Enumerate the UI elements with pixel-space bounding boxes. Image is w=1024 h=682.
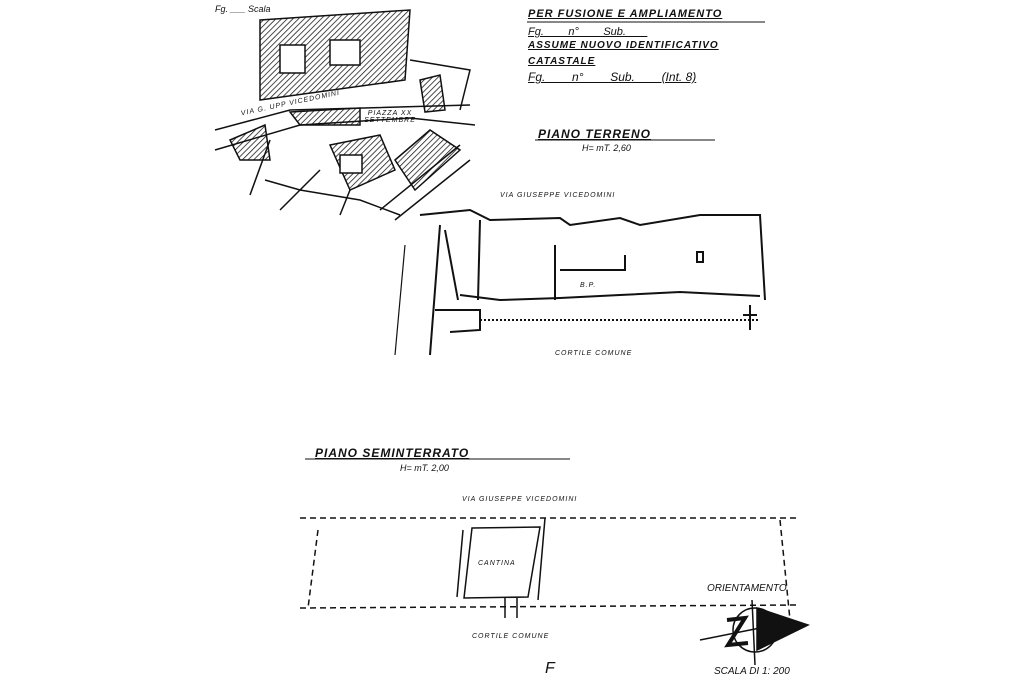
ground-floor-title: PIANO TERRENO	[538, 127, 652, 141]
ground-floor-street: VIA GIUSEPPE VICEDOMINI	[500, 192, 616, 199]
north-arrow-icon	[699, 599, 810, 666]
header-line-4: CATASTALE	[528, 56, 596, 67]
orientation-label: ORIENTAMENTO	[707, 583, 787, 594]
signature: F	[545, 660, 555, 677]
basement-courtyard: CORTILE COMUNE	[472, 633, 550, 640]
map-label: Fg. ___ Scala	[215, 4, 271, 14]
ground-floor-height: H= mT. 2,60	[582, 143, 631, 153]
header-line-2: Fg. ___ n° ___ Sub. ___	[528, 26, 648, 38]
basement-room: CANTINA	[478, 560, 516, 567]
ground-floor-plan	[394, 208, 766, 356]
header-line-1: PER FUSIONE E AMPLIAMENTO	[528, 8, 723, 20]
basement-title: PIANO SEMINTERRATO	[315, 446, 470, 460]
map-square-label: PIAZZA XX SETTEMBRE	[364, 110, 416, 124]
scale-label: SCALA DI 1: 200	[714, 666, 790, 677]
basement-plan	[299, 517, 801, 621]
ground-floor-courtyard: CORTILE COMUNE	[555, 350, 633, 357]
header-line-3: ASSUME NUOVO IDENTIFICATIVO	[528, 40, 719, 51]
header-line-5: Fg. ___ n° ___ Sub. ___ (Int. 8)	[528, 70, 697, 84]
cadastral-map	[214, 9, 476, 221]
basement-street: VIA GIUSEPPE VICEDOMINI	[462, 496, 578, 503]
ground-floor-room: B.P.	[580, 282, 597, 289]
basement-height: H= mT. 2,00	[400, 463, 449, 473]
